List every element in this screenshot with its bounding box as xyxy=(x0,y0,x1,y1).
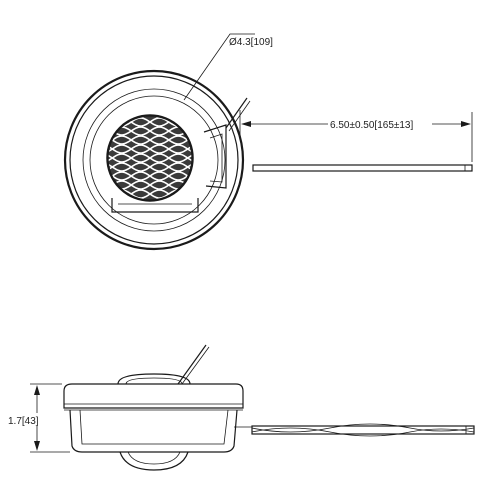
arrow-up-icon xyxy=(34,385,40,395)
grille-mesh xyxy=(108,116,192,200)
arrow-left-icon xyxy=(241,121,251,127)
length-label-bg xyxy=(328,117,432,130)
wire-up-edge xyxy=(181,346,210,385)
top-dome xyxy=(117,373,191,385)
grille-wire xyxy=(108,171,192,181)
grille-wire xyxy=(108,153,192,163)
height-label-bg xyxy=(6,413,52,426)
housing-body xyxy=(69,409,238,453)
bottom-dome-inner xyxy=(127,451,181,465)
cable-side-view xyxy=(234,423,475,437)
arrow-right-icon xyxy=(461,121,471,127)
side-clip-inner xyxy=(209,133,223,183)
housing-ring-inner xyxy=(89,95,219,225)
outer-rim xyxy=(63,69,245,251)
cable-twist-a xyxy=(251,423,475,433)
cable xyxy=(252,164,473,172)
top-view: Ø4.3[109] xyxy=(63,33,273,251)
arrow-down-icon xyxy=(34,441,40,451)
housing-body-inner xyxy=(79,409,229,445)
side-clip xyxy=(203,124,227,189)
top-dome-inner xyxy=(125,377,183,385)
diameter-leader xyxy=(183,33,255,101)
housing-ring xyxy=(82,88,226,232)
grille-wire xyxy=(108,144,192,154)
diameter-label: Ø4.3[109] xyxy=(229,37,273,48)
wire-up xyxy=(177,344,207,385)
speaker-grille xyxy=(106,114,194,202)
length-label: 6.50±0.50[165±13] xyxy=(330,120,413,131)
cable-twist-b xyxy=(251,427,475,437)
rim-inner-edge xyxy=(69,75,239,245)
grille-wire xyxy=(108,135,192,145)
side-view: 1.7[43] xyxy=(6,344,244,471)
wire-lead-edge xyxy=(228,100,251,132)
flange xyxy=(63,383,244,409)
bottom-dome xyxy=(119,451,189,471)
cable-top-view: 6.50±0.50[165±13] xyxy=(239,110,473,172)
wire-lead xyxy=(225,97,248,129)
height-label: 1.7[43] xyxy=(8,416,39,427)
grille-wire xyxy=(108,162,192,172)
cable-side xyxy=(251,425,475,435)
bottom-bracket xyxy=(111,198,199,213)
